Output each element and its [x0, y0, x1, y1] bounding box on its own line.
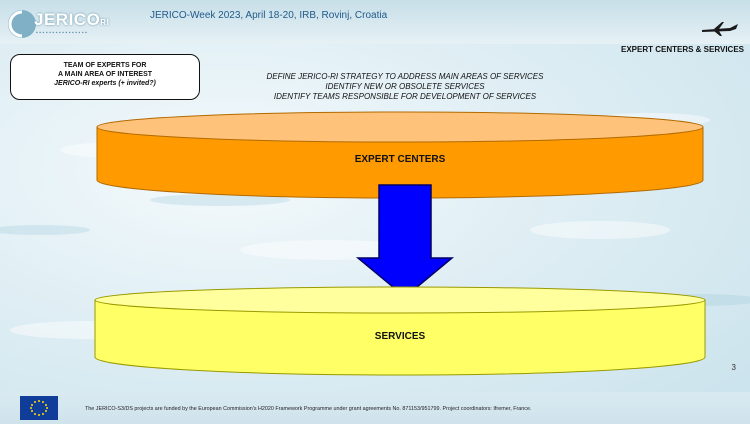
objective-1: DEFINE JERICO-RI STRATEGY TO ADDRESS MAI… — [266, 72, 544, 81]
event-title: JERICO-Week 2023, April 18-20, IRB, Rovi… — [150, 10, 388, 21]
team-box-line-2: A MAIN AREA OF INTEREST — [57, 71, 153, 78]
logo-text: JERICORI — [34, 10, 110, 29]
team-box-line-1: TEAM OF EXPERTS FOR — [63, 62, 147, 69]
footer-bar — [0, 392, 750, 424]
team-box-line-3: JERICO-RI experts (+ invited?) — [54, 80, 156, 87]
objective-2: IDENTIFY NEW OR OBSOLETE SERVICES — [325, 82, 485, 91]
objective-3: IDENTIFY TEAMS RESPONSIBLE FOR DEVELOPME… — [273, 92, 537, 101]
services-label: SERVICES — [374, 331, 426, 342]
jerico-logo-icon — [6, 6, 126, 42]
section-title: EXPERT CENTERS & SERVICES — [621, 45, 744, 54]
header-bar — [0, 0, 750, 44]
expert-centers-label: EXPERT CENTERS — [354, 154, 446, 165]
page-number: 3 — [731, 363, 736, 372]
eu-flag-icon — [20, 396, 58, 420]
expert-centers-disc — [96, 111, 704, 199]
services-disc — [94, 286, 706, 376]
footer-funding-text: The JERICO-S3/DS projects are funded by … — [85, 406, 532, 412]
team-of-experts-box: TEAM OF EXPERTS FOR A MAIN AREA OF INTER… — [10, 54, 200, 100]
objectives-text: DEFINE JERICO-RI STRATEGY TO ADDRESS MAI… — [205, 72, 605, 102]
logo-wave-decoration: ▪▪▪▪▪▪▪▪▪▪▪▪▪▪▪▪ — [36, 30, 89, 36]
down-arrow — [355, 184, 455, 298]
plane-icon — [702, 22, 738, 36]
